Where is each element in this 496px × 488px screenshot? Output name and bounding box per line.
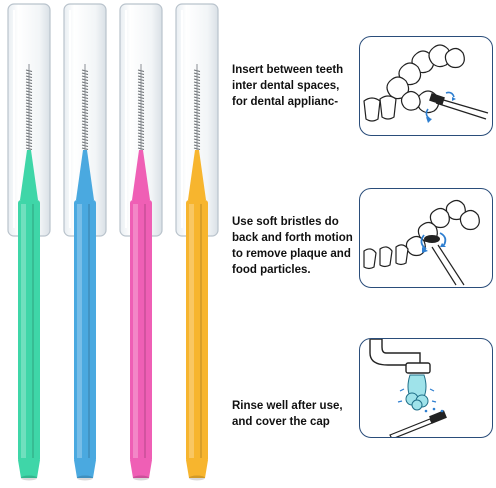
step-2-line-2: back and forth motion xyxy=(232,232,353,244)
handle-highlight xyxy=(133,204,138,458)
brush-handle xyxy=(18,200,40,462)
step-3-panel xyxy=(359,338,493,438)
tip-shadow xyxy=(189,475,205,481)
green-interdental-brush xyxy=(7,3,51,481)
step-2-line-1: Use soft bristles do xyxy=(232,216,339,228)
tip-shadow xyxy=(133,475,149,481)
handle-highlight xyxy=(189,204,194,458)
brush-tip xyxy=(130,460,152,478)
step-2-line-4: food particles. xyxy=(232,264,311,276)
step-1-text: Insert between teeth inter dental spaces… xyxy=(232,62,354,110)
brush-tip xyxy=(186,460,208,478)
rinse-icon xyxy=(369,339,447,437)
back-and-forth-icon xyxy=(363,199,480,286)
step-1-line-3: for dental applianc- xyxy=(232,96,339,108)
step-3-text: Rinse well after use, and cover the cap xyxy=(232,398,354,430)
bristle-spiral xyxy=(25,64,33,170)
brush-handle xyxy=(74,200,96,462)
step-1-panel xyxy=(359,36,493,136)
brush-neck xyxy=(132,150,150,200)
bristle-spiral xyxy=(193,64,201,170)
step-2-line-3: to remove plaque and xyxy=(232,248,351,260)
brush-group xyxy=(7,3,219,481)
brush-tip xyxy=(74,460,96,478)
brush-handle xyxy=(186,200,208,462)
tip-shadow xyxy=(21,475,37,481)
brush-neck xyxy=(76,150,94,200)
step-2-panel xyxy=(359,188,493,288)
step-1-line-1: Insert between teeth xyxy=(232,64,344,76)
handle-highlight xyxy=(21,204,26,458)
brush-neck xyxy=(188,150,206,200)
step-3-line-1: Rinse well after use, xyxy=(232,400,343,412)
pink-interdental-brush xyxy=(119,3,163,481)
step-2-text: Use soft bristles do back and forth moti… xyxy=(232,214,354,278)
step-3-line-2: and cover the cap xyxy=(232,416,330,428)
handle-highlight xyxy=(77,204,82,458)
brush-handle xyxy=(130,200,152,462)
blue-interdental-brush xyxy=(63,3,107,481)
bristle-spiral xyxy=(81,64,89,170)
brush-neck xyxy=(20,150,38,200)
brush-between-teeth-icon xyxy=(363,44,489,123)
tip-shadow xyxy=(77,475,93,481)
step-1-line-2: inter dental spaces, xyxy=(232,80,340,92)
yellow-interdental-brush xyxy=(175,3,219,481)
brush-tip xyxy=(18,460,40,478)
